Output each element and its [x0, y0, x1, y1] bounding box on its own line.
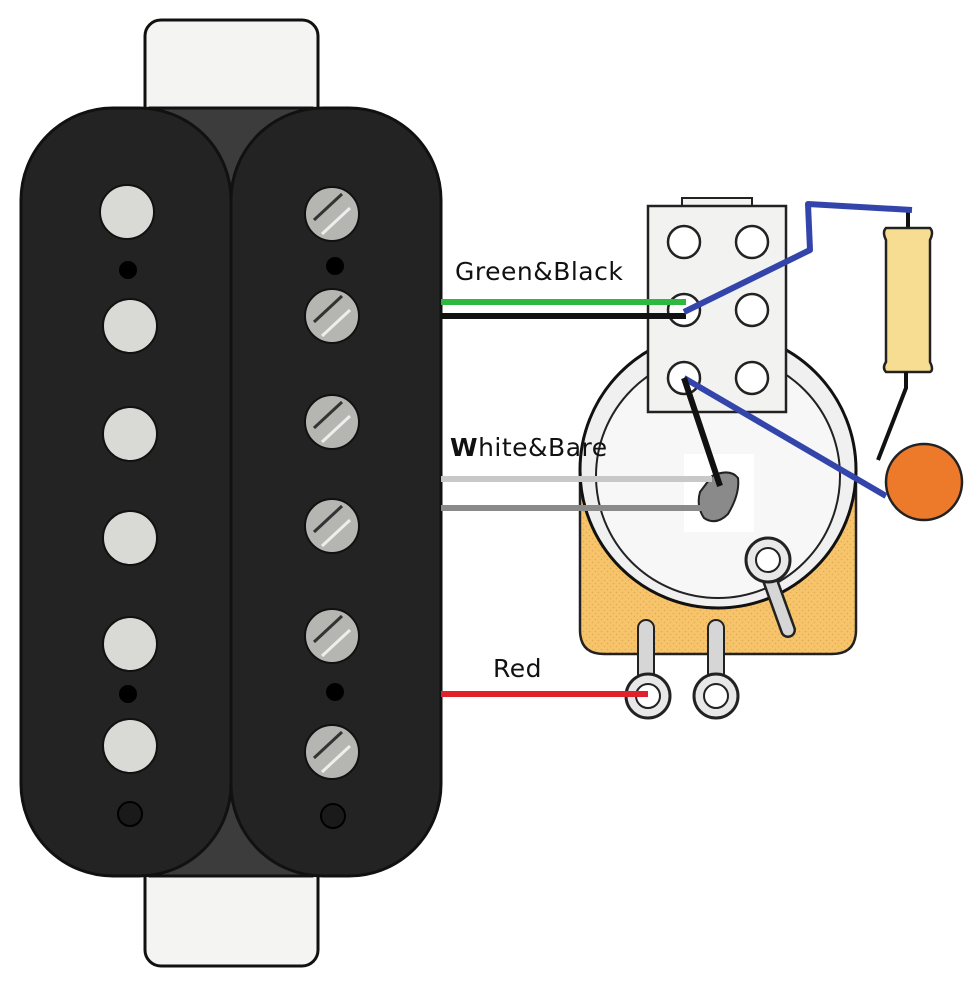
- switch-lug: [666, 224, 702, 260]
- label-white-bare: White&Bare: [450, 433, 608, 462]
- pickup-right-coil: [229, 106, 443, 878]
- screw-pole: [304, 608, 360, 664]
- wire-blue-top: [682, 201, 913, 315]
- slug-pole: [102, 718, 158, 774]
- label-red: Red: [493, 654, 542, 683]
- resistor-body: [882, 226, 934, 374]
- mounting-dot: [326, 683, 344, 701]
- slug-pole: [99, 184, 155, 240]
- slug-pole: [102, 616, 158, 672]
- screw-pole: [304, 288, 360, 344]
- slug-pole: [102, 298, 158, 354]
- label-white-bare-rest: hite&Bare: [478, 433, 608, 462]
- switch-lug: [734, 224, 770, 260]
- slug-pole-pieces: [99, 184, 158, 774]
- mounting-dot: [119, 685, 137, 703]
- mounting-hole: [320, 803, 346, 829]
- switch-lug: [734, 292, 770, 328]
- resistor-icon: [876, 210, 934, 461]
- screw-pole-pieces: [304, 186, 360, 780]
- humbucker-pickup-icon: [19, 18, 443, 968]
- resistor-lead: [876, 372, 908, 461]
- wires: [441, 201, 913, 697]
- wire-switch-to-pot: [681, 377, 723, 487]
- mounting-dot: [326, 257, 344, 275]
- pot-lug: [692, 619, 740, 720]
- screw-pole: [304, 394, 360, 450]
- screw-pole: [304, 724, 360, 780]
- mounting-hole: [117, 801, 143, 827]
- screw-pole: [304, 186, 360, 242]
- screw-pole: [304, 498, 360, 554]
- mounting-dot: [119, 261, 137, 279]
- label-white-bare-initial: W: [450, 433, 479, 462]
- capacitor-icon: [884, 442, 964, 522]
- label-green-black: Green&Black: [455, 257, 624, 286]
- slug-pole: [102, 510, 158, 566]
- slug-pole: [102, 406, 158, 462]
- push-pull-switch-icon: [646, 197, 788, 414]
- capacitor-body: [884, 442, 964, 522]
- pot-lug: [744, 536, 796, 638]
- switch-lug: [734, 360, 770, 396]
- wire-blue-bottom: [682, 375, 888, 499]
